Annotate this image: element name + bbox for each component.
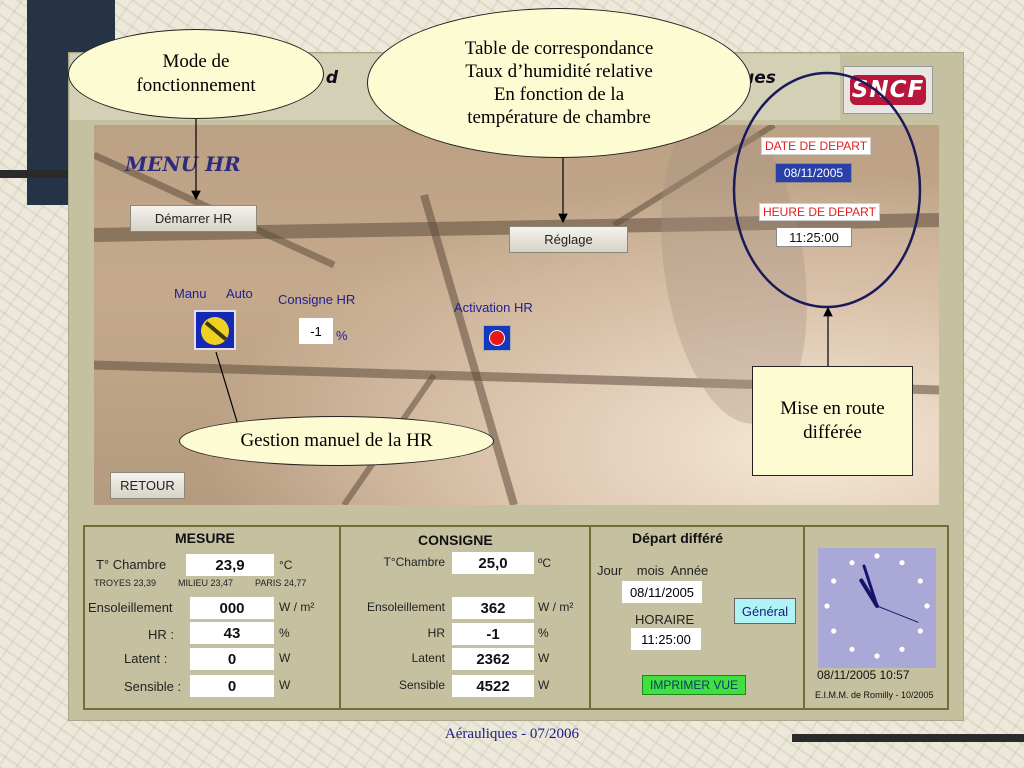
callout-table-line: température de chambre	[467, 107, 651, 128]
setpoint-sensible-value: 4522	[452, 675, 534, 697]
setpoint-hr-row-unit: %	[538, 626, 549, 640]
callout-delayed-start: Mise en route différée	[752, 366, 913, 476]
clock-second-hand	[876, 605, 919, 623]
delayed-date-labels: Jour mois Année	[597, 563, 709, 578]
clock-hour-dot	[849, 560, 855, 566]
clock-hour-dot	[874, 553, 880, 559]
setpoint-latent-value: 2362	[452, 648, 534, 670]
auto-label: Auto	[226, 286, 253, 301]
measure-room-temp-value: 23,9	[186, 554, 274, 576]
clock-hour-dot	[899, 560, 905, 566]
slide-accent-line	[792, 734, 1024, 742]
callout-humidity-table: Table de correspondance Taux d’humidité …	[367, 8, 751, 158]
menu-title: MENU HR	[125, 152, 241, 176]
clock-hour-dot	[899, 646, 905, 652]
measure-latent-value: 0	[190, 648, 274, 670]
measure-room-temp-unit: °C	[279, 558, 293, 572]
clock-hour-dot	[849, 646, 855, 652]
clock-face-icon	[824, 553, 930, 659]
delayed-time-field[interactable]: 11:25:00	[631, 628, 701, 650]
setpoint-room-temp-label: T°Chambre	[383, 555, 445, 569]
sncf-logo-text: SNCF	[850, 75, 926, 105]
setpoint-hr-unit: %	[336, 328, 348, 343]
setpoint-latent-label: Latent	[411, 651, 445, 665]
callout-table-line: Table de correspondance	[464, 38, 654, 59]
clock-hour-dot	[924, 603, 930, 609]
clock-hour-dot	[824, 603, 830, 609]
callout-operating-mode-text: Mode de fonctionnement	[136, 51, 256, 96]
activation-hr-label: Activation HR	[454, 300, 533, 315]
measure-troyes-temp: TROYES 23,39	[94, 578, 157, 588]
departure-date-field[interactable]: 08/11/2005	[775, 163, 852, 183]
setpoint-sensible-label: Sensible	[398, 678, 445, 692]
setpoint-sun-value: 362	[452, 597, 534, 619]
callout-delayed-line: différée	[803, 422, 862, 443]
consigne-header: CONSIGNE	[418, 532, 493, 548]
setpoint-room-temp-value: 25,0	[452, 552, 534, 574]
departure-time-label: HEURE DE DEPART	[759, 203, 880, 221]
slide-footer: Aérauliques - 07/2006	[444, 726, 580, 742]
callout-delayed-line: Mise en route	[780, 398, 885, 419]
setpoint-latent-unit: W	[538, 651, 550, 665]
measure-hr-unit: %	[279, 626, 290, 640]
print-view-button[interactable]: IMPRIMER VUE	[642, 675, 746, 695]
departure-date-label: DATE DE DEPART	[761, 137, 872, 155]
clock-hour-dot	[874, 653, 880, 659]
clock-hour-dot	[831, 578, 837, 584]
measure-sensible-unit: W	[279, 678, 291, 692]
measure-paris-temp: PARIS 24,77	[255, 578, 307, 588]
measure-hr-label: HR :	[148, 627, 174, 642]
switch-knob-icon	[201, 317, 229, 345]
setpoint-hr-label: Consigne HR	[278, 292, 356, 307]
measure-latent-unit: W	[279, 651, 291, 665]
slide-accent-line	[0, 170, 120, 178]
callout-operating-mode: Mode de fonctionnement	[68, 29, 324, 119]
manu-auto-switch[interactable]	[194, 310, 236, 350]
setpoint-hr-row-label: HR	[427, 626, 445, 640]
back-button[interactable]: RETOUR	[110, 472, 185, 499]
activation-led-icon	[489, 330, 505, 346]
measure-hr-value: 43	[190, 622, 274, 644]
setpoint-hr-field[interactable]: -1	[299, 318, 333, 344]
measure-sensible-value: 0	[190, 675, 274, 697]
manu-label: Manu	[174, 286, 207, 301]
callout-table-line: En fonction de la	[493, 84, 625, 105]
callout-manual-hr: Gestion manuel de la HR	[179, 416, 494, 466]
measure-room-temp-label: T° Chambre	[96, 557, 167, 572]
clock-hour-dot	[831, 628, 837, 634]
clock-credit: E.I.M.M. de Romilly - 10/2005	[815, 690, 934, 700]
delayed-time-label: HORAIRE	[635, 612, 695, 627]
setpoint-room-temp-unit: ºC	[538, 556, 552, 570]
delayed-date-field[interactable]: 08/11/2005	[622, 581, 702, 603]
callout-table-line: Taux d’humidité relative	[465, 61, 653, 82]
analog-clock	[818, 548, 936, 668]
measure-sun-label: Ensoleillement	[88, 600, 173, 615]
delayed-start-header: Départ différé	[632, 530, 724, 546]
sncf-logo: SNCF	[843, 66, 933, 114]
clock-datetime: 08/11/2005 10:57	[817, 668, 910, 682]
clock-hour-dot	[917, 578, 923, 584]
general-button[interactable]: Général	[734, 598, 796, 624]
clock-hour-dot	[917, 628, 923, 634]
measure-latent-label: Latent :	[124, 651, 168, 666]
departure-time-field[interactable]: 11:25:00	[776, 227, 852, 247]
measure-milieu-temp: MILIEU 23,47	[178, 578, 234, 588]
setpoint-sensible-unit: W	[538, 678, 550, 692]
setpoint-sun-label: Ensoleillement	[366, 600, 445, 614]
setpoint-sun-unit: W / m²	[538, 600, 574, 614]
measure-sun-value: 000	[190, 597, 274, 619]
settings-button[interactable]: Réglage	[509, 226, 628, 253]
setpoint-hr-row-value: -1	[452, 623, 534, 645]
mesure-header: MESURE	[175, 530, 235, 546]
measure-sensible-label: Sensible :	[124, 679, 182, 694]
clock-minute-hand	[862, 564, 879, 608]
activation-hr-button[interactable]	[483, 325, 511, 351]
measure-sun-unit: W / m²	[279, 600, 315, 614]
start-hr-button[interactable]: Démarrer HR	[130, 205, 257, 232]
